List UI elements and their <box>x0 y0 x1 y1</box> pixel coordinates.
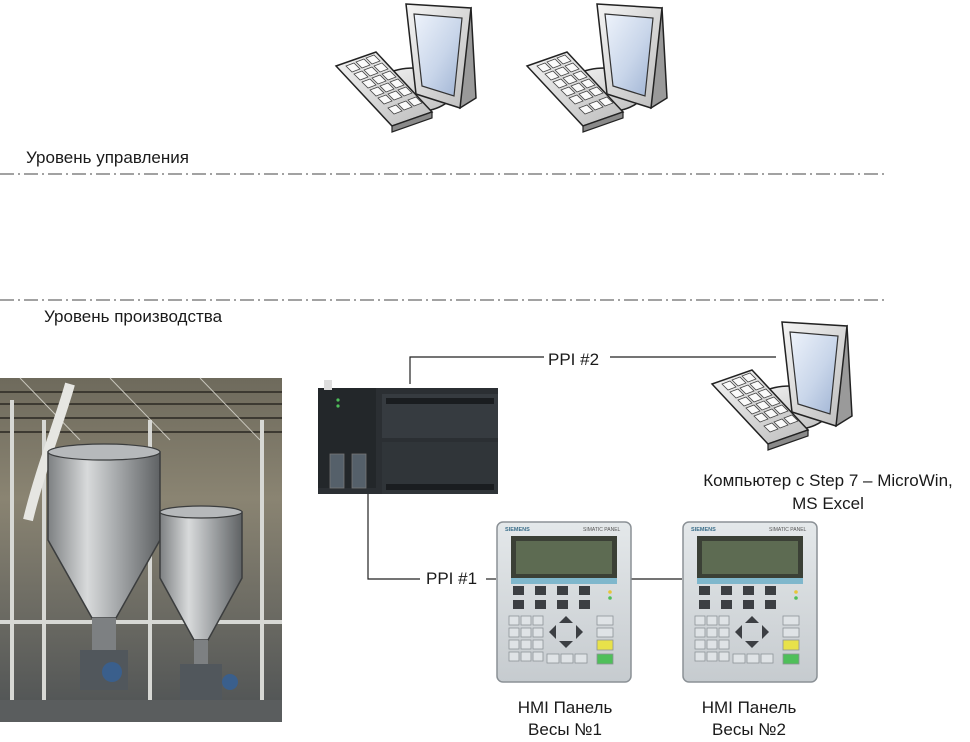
pc-caption-line1: Компьютер с Step 7 – MicroWin, <box>703 471 953 490</box>
hmi2-caption-line1: HMI Панель <box>701 698 797 717</box>
production-level-label: Уровень производства <box>44 307 223 326</box>
plc-icon <box>318 380 498 494</box>
hmi-panel-2-icon <box>682 521 818 683</box>
hmi2-caption: HMI Панель Весы №2 <box>664 697 834 741</box>
control-workstation-1-icon <box>335 3 477 133</box>
control-workstation-2-icon <box>526 3 668 133</box>
ppi2-link-label: PPI #2 <box>548 350 600 369</box>
hmi1-caption-line1: HMI Панель <box>517 698 613 717</box>
control-level-label: Уровень управления <box>26 148 189 167</box>
hmi-panel-1-icon <box>496 521 632 683</box>
pc-caption: Компьютер с Step 7 – MicroWin, MS Excel <box>686 469 970 515</box>
ppi1-link-label: PPI #1 <box>426 569 478 588</box>
hmi2-caption-line2: Весы №2 <box>712 720 786 739</box>
ppi1-line-left <box>367 490 420 580</box>
pc-caption-line2: MS Excel <box>792 494 864 513</box>
hmi1-caption-line2: Весы №1 <box>528 720 602 739</box>
ppi2-line-left <box>409 356 544 384</box>
engineering-pc-icon <box>711 321 853 451</box>
silo-photo <box>0 377 282 722</box>
hmi1-caption: HMI Панель Весы №1 <box>480 697 650 741</box>
